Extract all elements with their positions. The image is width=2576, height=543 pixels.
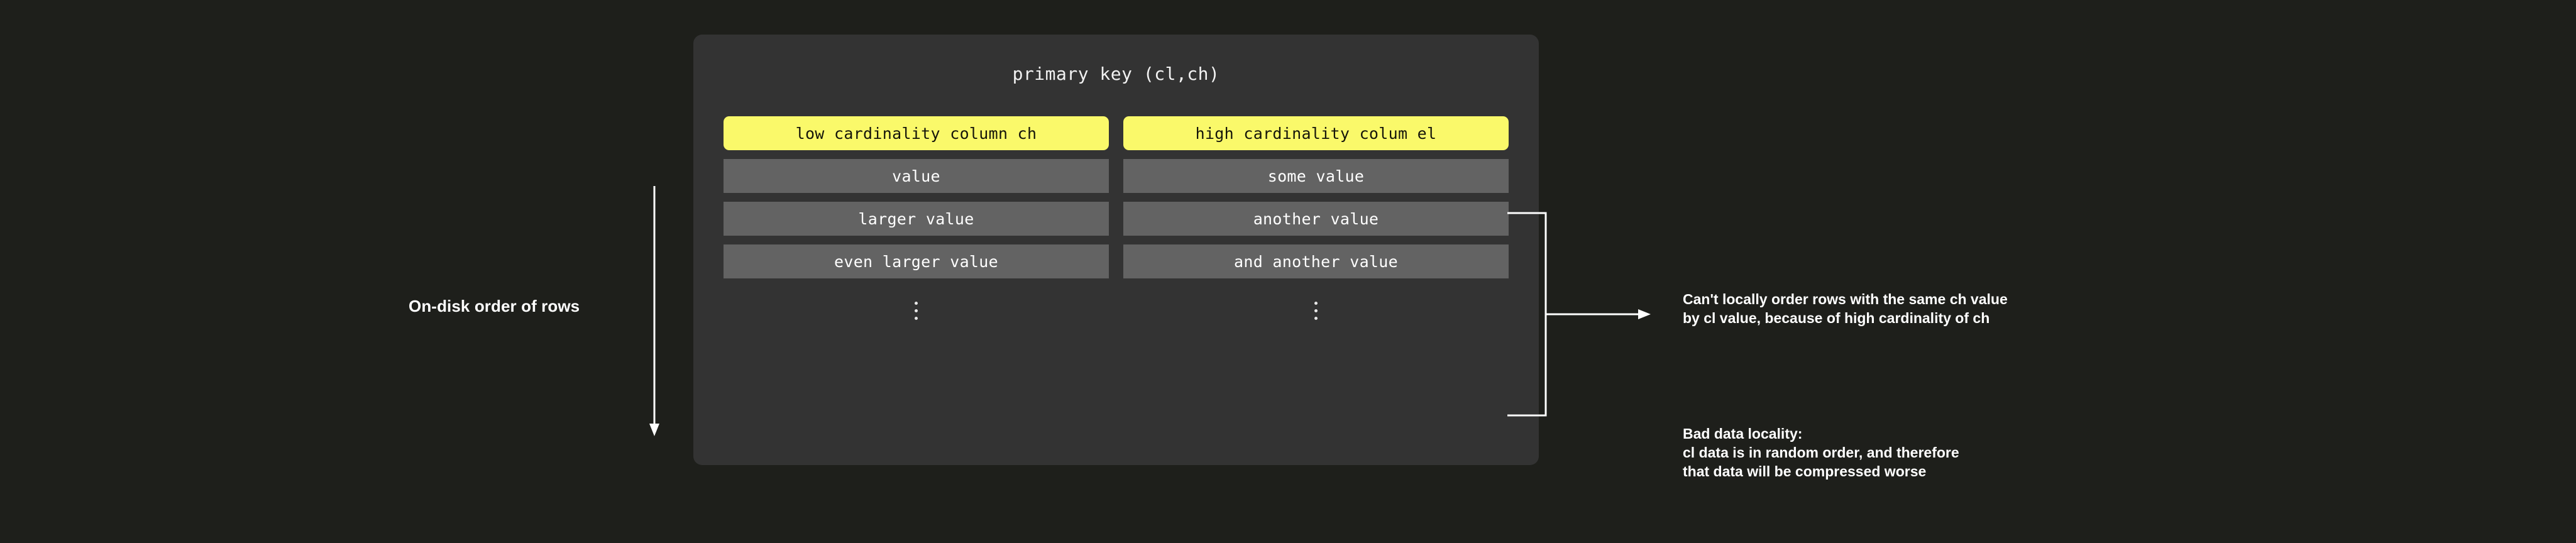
column-header-high-cardinality: high cardinality colum el bbox=[1123, 116, 1509, 150]
primary-key-card: primary key (cl,ch) low cardinality colu… bbox=[693, 35, 1539, 465]
column-high-cardinality: high cardinality colum el some value ano… bbox=[1123, 116, 1509, 334]
on-disk-order-label: On-disk order of rows bbox=[409, 297, 580, 315]
column-header-low-cardinality: low cardinality column ch bbox=[724, 116, 1109, 150]
table-row: even larger value bbox=[724, 244, 1109, 278]
card-title: primary key (cl,ch) bbox=[1012, 63, 1220, 84]
vertical-ellipsis-icon bbox=[724, 287, 1109, 334]
note-data-locality: Bad data locality: cl data is in random … bbox=[1683, 425, 1959, 480]
table-row: another value bbox=[1123, 202, 1509, 236]
column-low-cardinality: low cardinality column ch value larger v… bbox=[724, 116, 1109, 334]
vertical-ellipsis-icon bbox=[1123, 287, 1509, 334]
table-row: value bbox=[724, 159, 1109, 193]
note-ordering-limitation: Can't locally order rows with the same c… bbox=[1683, 291, 2008, 326]
table-row: larger value bbox=[724, 202, 1109, 236]
columns-container: low cardinality column ch value larger v… bbox=[724, 116, 1509, 334]
table-row: and another value bbox=[1123, 244, 1509, 278]
on-disk-order-arrow-icon bbox=[646, 186, 663, 437]
bracket-arrow-icon bbox=[1507, 207, 1652, 421]
table-row: some value bbox=[1123, 159, 1509, 193]
